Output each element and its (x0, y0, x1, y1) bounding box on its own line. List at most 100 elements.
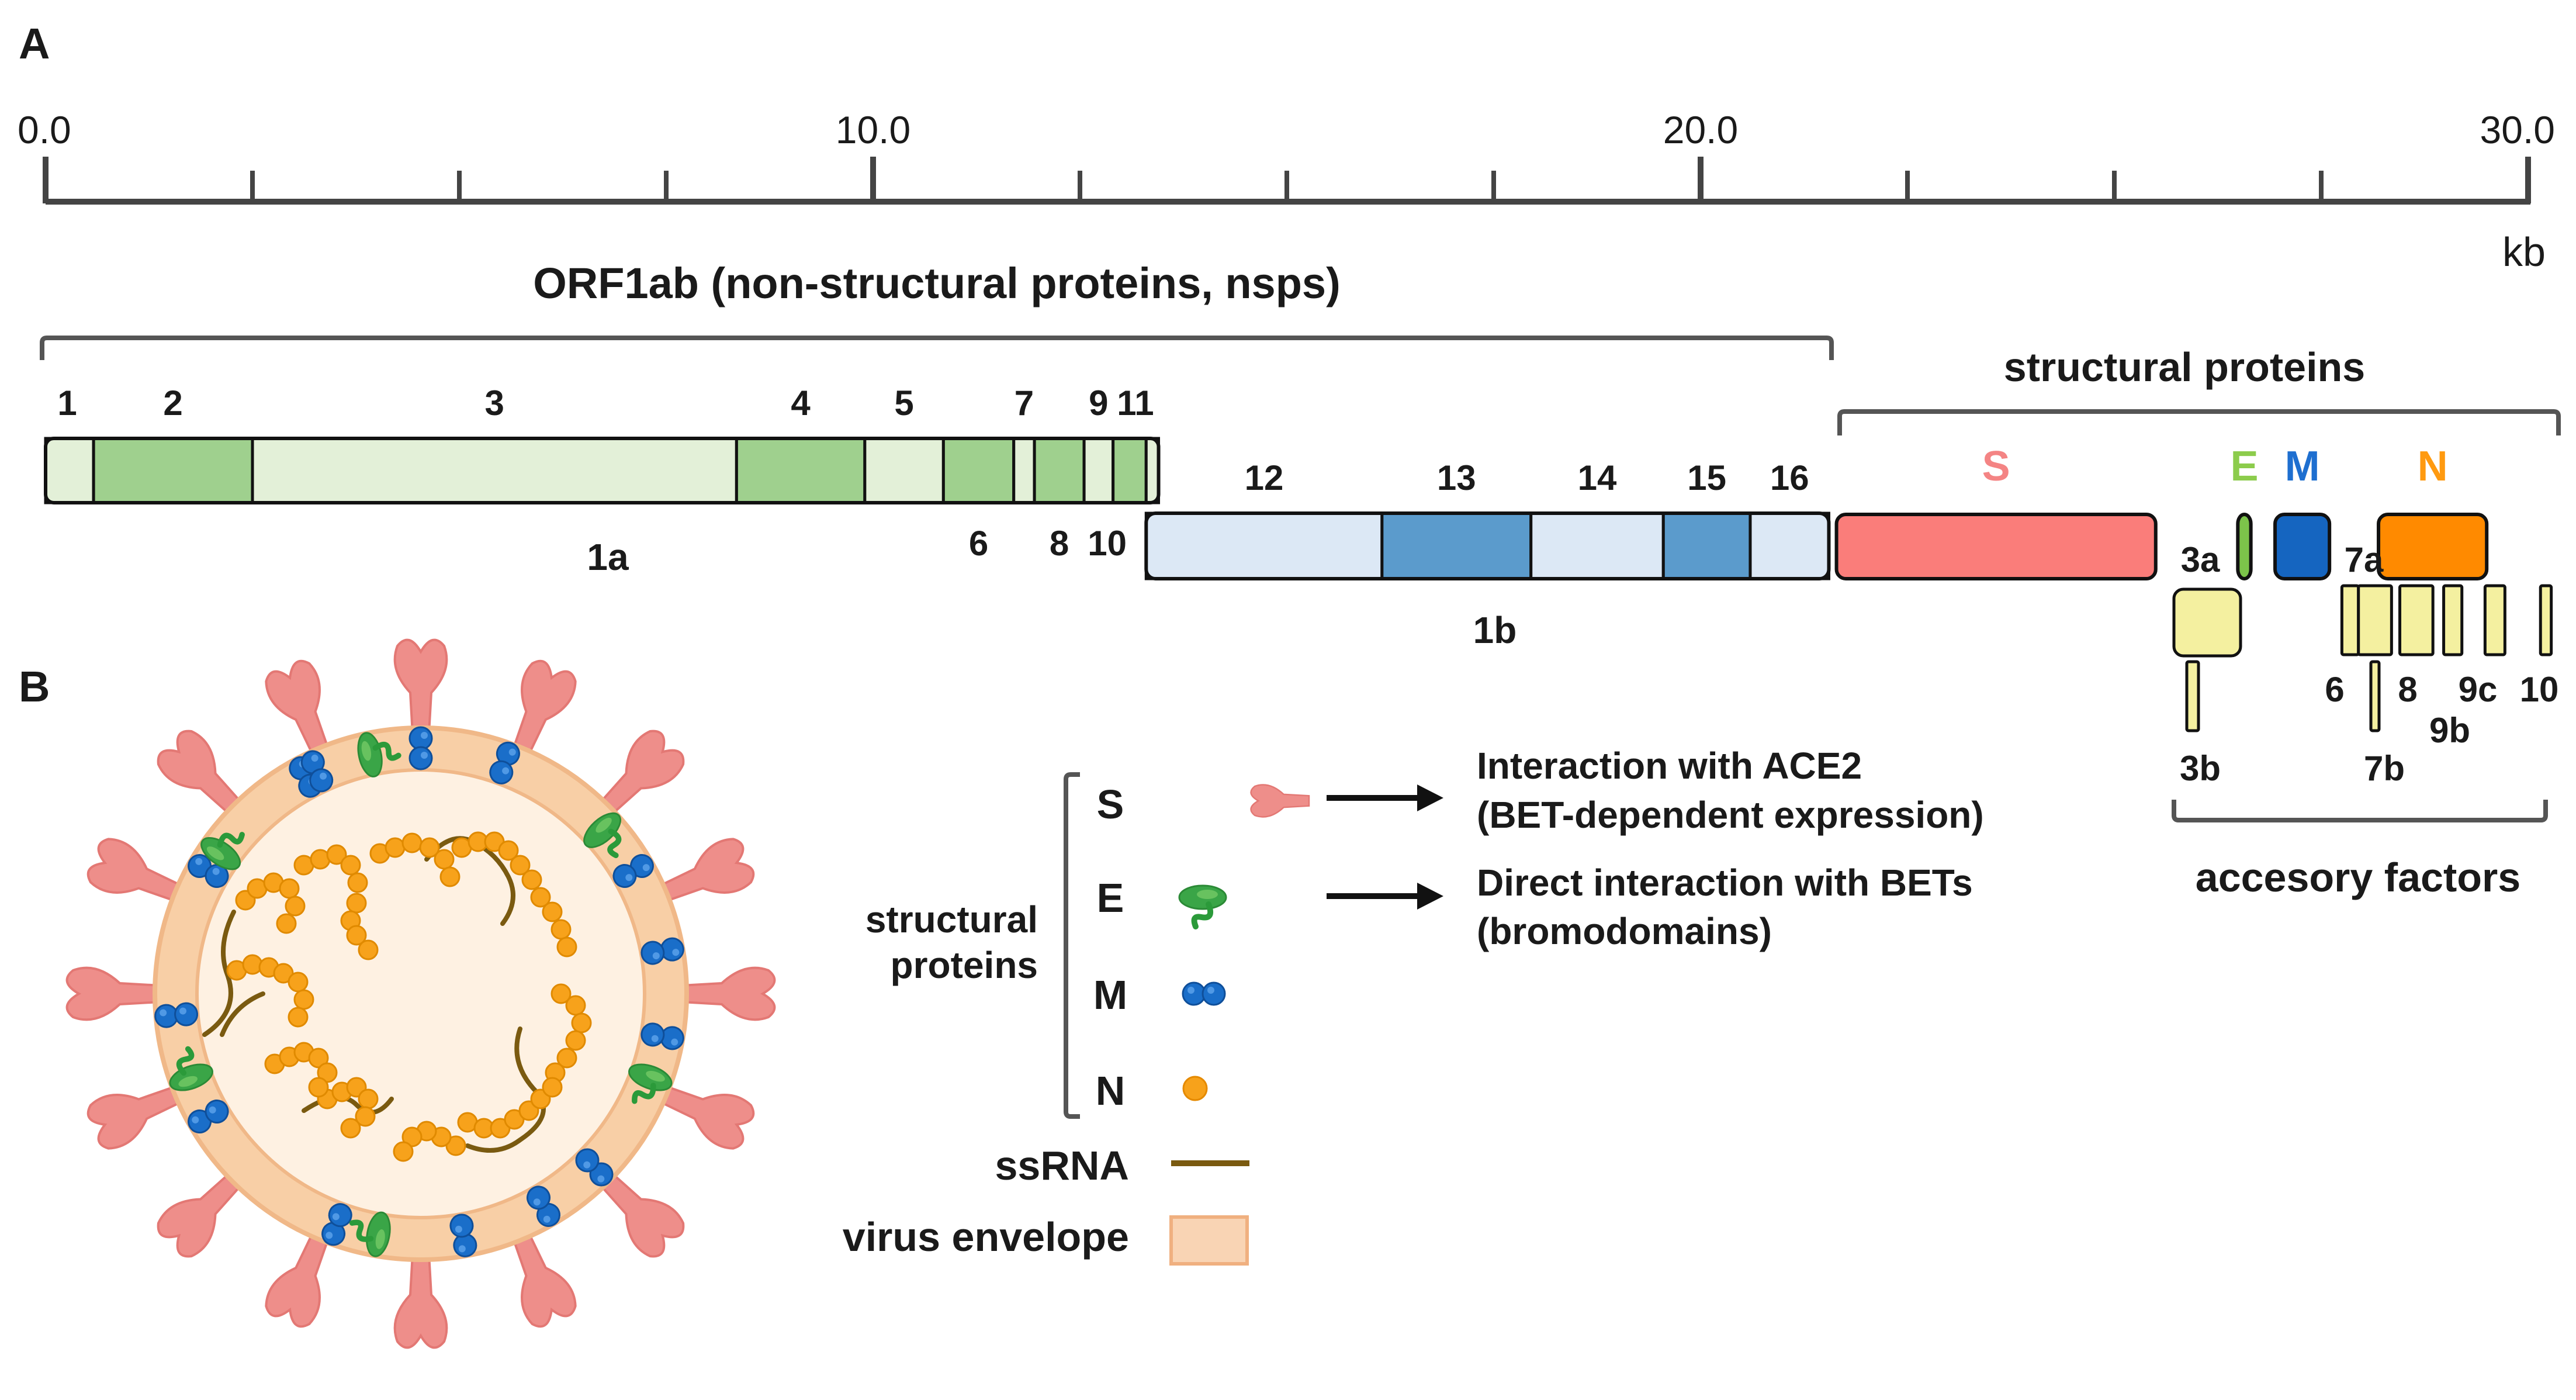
nsp-5-segment (863, 437, 945, 504)
nucleocapsid-bead (340, 1118, 361, 1139)
spike-protein (680, 966, 776, 1021)
gene-e-label: E (2230, 443, 2258, 490)
nucleocapsid-bead (288, 1007, 309, 1028)
legend-ssrna-label: ssRNA (995, 1143, 1129, 1188)
legend-nucleocapsid-icon (1182, 1076, 1208, 1101)
accessory-3b-box (2185, 660, 2200, 732)
accessory-6-label: 6 (2325, 670, 2344, 709)
nucleocapsid-bead (521, 869, 542, 890)
panel-label-a: A (19, 19, 50, 68)
nsp-14-segment (1529, 511, 1665, 580)
spike-protein (393, 638, 448, 735)
gene-s-label: S (1982, 443, 2010, 490)
spike-protein (393, 1253, 448, 1349)
nsp-4-label: 4 (791, 383, 811, 423)
legend-envelope-swatch (1169, 1215, 1249, 1266)
nucleocapsid-bead (358, 1088, 379, 1109)
legend-membrane-protein-icon (1182, 981, 1226, 1006)
nucleocapsid-bead (288, 972, 309, 993)
accessory-7b-box (2369, 660, 2381, 732)
accessory-bracket (2172, 800, 2548, 822)
gene-n-label: N (2418, 443, 2448, 490)
note-2-line2: (bromodomains) (1477, 910, 1772, 952)
nucleocapsid-beads (226, 831, 592, 1162)
ssrna-strand (465, 1026, 546, 1153)
arrow-2-head (1417, 883, 1443, 910)
nucleocapsid-bead (293, 989, 314, 1010)
accessory-9c-label: 9c (2459, 670, 2498, 709)
ssrna-genome (202, 836, 546, 1153)
panel-label-b: B (19, 662, 50, 711)
nucleocapsid-bead (510, 855, 531, 876)
axis-ticks: 0.0 10.0 20.0 30.0 (18, 108, 2555, 203)
nucleocapsid-bead (556, 936, 577, 957)
nucleocapsid-bead (530, 887, 551, 908)
nsp-10-label: 10 (1088, 524, 1127, 563)
nsp-12-label: 12 (1245, 458, 1284, 497)
accessory-title: accesory factors (2196, 855, 2520, 900)
nsp-8-segment (1033, 437, 1086, 504)
nucleocapsid-bead (276, 913, 297, 934)
nucleocapsid-bead (279, 878, 300, 899)
nsp-10-segment (1112, 437, 1148, 504)
arrow-1-head (1417, 784, 1443, 811)
accessory-6-box (2340, 584, 2360, 656)
accessory-3a-label: 3a (2181, 540, 2220, 579)
nsp-2-label: 2 (163, 383, 182, 423)
nucleocapsid-bead (550, 983, 572, 1004)
orf1a-outline (44, 437, 1161, 504)
nucleocapsid-bead (358, 939, 379, 960)
note-1-line1: Interaction with ACE2 (1477, 745, 1862, 787)
accessory-3b-label: 3b (2180, 749, 2221, 788)
ssrna-strand (424, 836, 515, 926)
legend-envelope-label: virus envelope (843, 1214, 1129, 1260)
nsp-7-segment (1012, 437, 1036, 504)
nsp-2-segment (92, 437, 254, 504)
accessory-9c-box (2483, 584, 2506, 656)
nsp-14-label: 14 (1578, 458, 1617, 497)
orf1b-outline (1144, 511, 1831, 580)
nsp-3-label: 3 (484, 383, 504, 423)
accessory-7b-label: 7b (2364, 749, 2405, 788)
orf1b-label: 1b (1473, 609, 1517, 651)
orf1a-label: 1a (587, 536, 629, 578)
legend-spike-icon (1250, 784, 1310, 818)
orf1ab-title: ORF1ab (non-structural proteins, nsps) (533, 259, 1340, 307)
axis-tick-label: 20.0 (1663, 108, 1738, 151)
nsp-16-segment (1749, 511, 1830, 580)
axis-tick-label: 30.0 (2480, 108, 2555, 151)
structural-title: structural proteins (2004, 344, 2365, 390)
legend-group-label-line1: structural (865, 898, 1038, 941)
nucleocapsid-bead (542, 1077, 563, 1098)
nucleocapsid-bead (242, 954, 263, 975)
accessory-9b-box (2442, 584, 2464, 656)
nsp-16-label: 16 (1770, 458, 1809, 497)
nucleocapsid-bead (385, 837, 406, 858)
legend-bracket (1064, 772, 1080, 1119)
nucleocapsid-bead (401, 832, 423, 853)
axis-tick-label: 0.0 (18, 108, 71, 151)
nsp-13-segment (1380, 511, 1533, 580)
axis-tick-label: 10.0 (836, 108, 910, 151)
accessory-8-box (2398, 584, 2435, 656)
accessory-10-label: 10 (2520, 670, 2559, 709)
accessory-8-label: 8 (2398, 670, 2417, 709)
accessory-10-box (2539, 584, 2553, 656)
nucleocapsid-bead (355, 1106, 376, 1127)
accessory-7a-label: 7a (2345, 540, 2384, 579)
nucleocapsid-bead (340, 855, 361, 876)
accessory-3a-box (2172, 587, 2242, 658)
nsp-11-label: 11 (1117, 383, 1154, 423)
nsp-9-label: 9 (1089, 383, 1108, 423)
nsp-8-label: 8 (1050, 524, 1069, 563)
nsp-3-segment (251, 437, 738, 504)
nucleocapsid-bead (439, 866, 461, 887)
nucleocapsid-bead (434, 849, 455, 870)
ssrna-strand (202, 910, 236, 1037)
nucleocapsid-bead (556, 1048, 577, 1069)
nsp-12-segment (1144, 511, 1384, 580)
nsp-1-segment (44, 437, 95, 504)
